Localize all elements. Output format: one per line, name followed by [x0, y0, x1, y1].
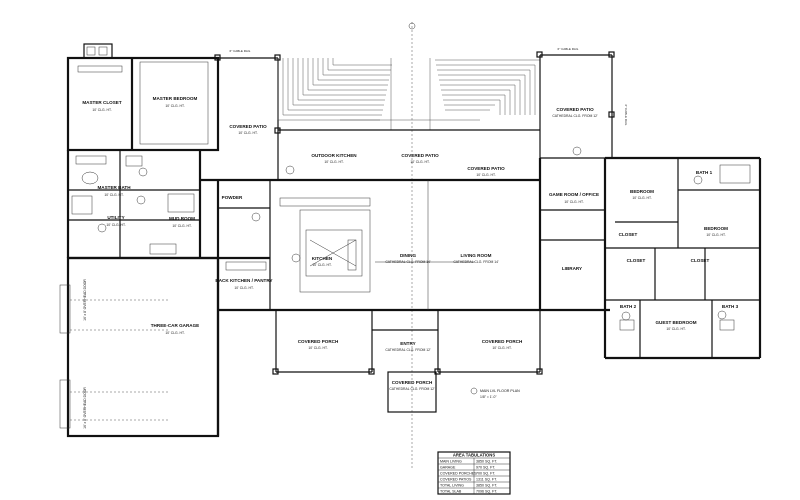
room-library: LIBRARY	[562, 266, 582, 271]
room-covered-porch-right: COVERED PORCH	[482, 339, 523, 344]
room-guest-bedroom: GUEST BEDROOM	[655, 320, 696, 325]
svg-text:970 SQ. FT.: 970 SQ. FT.	[476, 466, 495, 470]
svg-text:COVERED PATIOS: COVERED PATIOS	[440, 478, 472, 482]
svg-text:10' CLG. HT.: 10' CLG. HT.	[165, 331, 184, 335]
room-back-kitchen: BACK KITCHEN / PANTRY	[215, 278, 272, 283]
room-master-bedroom: MASTER BEDROOM	[153, 96, 198, 101]
svg-text:10' CLG. HT.: 10' CLG. HT.	[706, 233, 725, 237]
master-wing-walls	[66, 56, 270, 260]
svg-text:7096 SQ. FT.: 7096 SQ. FT.	[476, 490, 497, 494]
svg-text:10' CLG. HT.: 10' CLG. HT.	[308, 346, 327, 350]
room-outdoor-kitchen: OUTDOOR KITCHEN	[311, 153, 357, 158]
room-covered-patio-mid: COVERED PATIO	[401, 153, 439, 158]
garage-walls: 16' x 8' OVERHEAD DOOR 16' x 8' OVERHEAD…	[59, 256, 220, 438]
room-kitchen: KITCHEN	[312, 256, 333, 261]
svg-text:10' CLG. HT.: 10' CLG. HT.	[92, 108, 111, 112]
svg-text:CATHEDRAL CLG. FROM 12': CATHEDRAL CLG. FROM 12'	[389, 387, 435, 391]
svg-text:10' CLG. HT.: 10' CLG. HT.	[564, 200, 583, 204]
svg-text:CATHEDRAL CLG. FROM 14': CATHEDRAL CLG. FROM 14'	[385, 260, 431, 264]
covered-patio-left-walls	[214, 54, 281, 180]
svg-text:MAIN LIVING: MAIN LIVING	[440, 460, 462, 464]
room-covered-porch-front: COVERED PORCH	[392, 380, 433, 385]
svg-text:CATHEDRAL CLG. FROM 12': CATHEDRAL CLG. FROM 12'	[552, 114, 598, 118]
room-covered-patio-right: COVERED PATIO	[556, 107, 594, 112]
plan-title-block: MAIN LVL FLOOR PLAN 1/8" = 1'-0"	[470, 387, 520, 399]
svg-text:10' CLG. HT.: 10' CLG. HT.	[632, 196, 651, 200]
front-porch-walls	[272, 310, 543, 413]
plan-scale: 1/8" = 1'-0"	[480, 395, 497, 399]
gable-left-label: 6" CABLE RAIL	[230, 49, 251, 53]
room-labels: MASTER CLOSET 10' CLG. HT. MASTER BEDROO…	[82, 96, 738, 391]
svg-text:10' CLG. HT.: 10' CLG. HT.	[492, 346, 511, 350]
section-markers	[97, 146, 727, 321]
room-closet-2: CLOSET	[627, 258, 646, 263]
gable-right-label: 6" CABLE RAIL	[558, 47, 579, 51]
room-master-closet: MASTER CLOSET	[82, 100, 121, 105]
room-game-room: GAME ROOM / OFFICE	[549, 192, 599, 197]
terrace-steps	[277, 58, 541, 131]
svg-text:10' CLG. HT.: 10' CLG. HT.	[172, 224, 191, 228]
chimney	[83, 43, 113, 59]
room-utility: UTILITY	[107, 215, 124, 220]
room-bedroom-1: BEDROOM	[630, 189, 654, 194]
svg-text:10' CLG. HT.: 10' CLG. HT.	[324, 160, 343, 164]
bedroom-wing-walls	[603, 156, 762, 360]
svg-text:1311 SQ. FT.: 1311 SQ. FT.	[476, 478, 497, 482]
svg-text:CATHEDRAL CLG. FROM 12': CATHEDRAL CLG. FROM 12'	[385, 348, 431, 352]
room-bedroom-2: BEDROOM	[704, 226, 728, 231]
room-master-bath: MASTER BATH	[97, 185, 131, 190]
svg-text:10' CLG. HT.: 10' CLG. HT.	[234, 286, 253, 290]
svg-text:GARAGE: GARAGE	[440, 466, 456, 470]
svg-text:16' x 8' OVERHEAD DOOR: 16' x 8' OVERHEAD DOOR	[83, 279, 87, 321]
area-table: AREA TABULATIONS MAIN LIVING 3850 SQ. FT…	[437, 451, 511, 495]
svg-text:10' CLG. HT.: 10' CLG. HT.	[165, 104, 184, 108]
area-table-title: AREA TABULATIONS	[453, 453, 495, 458]
svg-text:10' CLG. HT.: 10' CLG. HT.	[666, 327, 685, 331]
svg-text:TOTAL SLAB: TOTAL SLAB	[440, 490, 462, 494]
room-closet-1: CLOSET	[619, 232, 638, 237]
room-mud-room: MUD ROOM	[169, 216, 195, 221]
room-bath-3: BATH 3	[722, 304, 739, 309]
room-living-room: LIVING ROOM	[461, 253, 492, 258]
svg-text:CATHEDRAL CLG. FROM 14': CATHEDRAL CLG. FROM 14'	[453, 260, 499, 264]
svg-text:16' x 8' OVERHEAD DOOR: 16' x 8' OVERHEAD DOOR	[83, 387, 87, 429]
main-body-walls	[200, 158, 610, 312]
room-garage: THREE-CAR GARAGE	[151, 323, 200, 328]
plan-title: MAIN LVL FLOOR PLAN	[480, 389, 520, 393]
room-closet-3: CLOSET	[691, 258, 710, 263]
svg-text:COVERED PORCHES: COVERED PORCHES	[440, 472, 477, 476]
gable-side-label: 6" CABLE RAIL	[624, 105, 628, 126]
room-covered-porch-left: COVERED PORCH	[298, 339, 339, 344]
room-powder: POWDER	[222, 195, 243, 200]
svg-text:TOTAL LIVING: TOTAL LIVING	[440, 484, 464, 488]
covered-patio-right-walls	[536, 51, 615, 158]
room-bath-2: BATH 2	[620, 304, 637, 309]
svg-text:10' CLG. HT.: 10' CLG. HT.	[476, 173, 495, 177]
room-covered-patio-left: COVERED PATIO	[229, 124, 267, 129]
svg-text:10' CLG. HT.: 10' CLG. HT.	[238, 131, 257, 135]
room-bath-1: BATH 1	[696, 170, 713, 175]
svg-text:10' CLG. HT.: 10' CLG. HT.	[410, 160, 429, 164]
room-entry: ENTRY	[400, 341, 415, 346]
svg-text:10' CLG. HT.: 10' CLG. HT.	[312, 263, 331, 267]
room-dining: DINING	[400, 253, 417, 258]
svg-text:3850 SQ. FT.: 3850 SQ. FT.	[476, 460, 497, 464]
room-covered-patio-mid2: COVERED PATIO	[467, 166, 505, 171]
svg-text:3850 SQ. FT.: 3850 SQ. FT.	[476, 484, 497, 488]
svg-text:10' CLG. HT.: 10' CLG. HT.	[106, 223, 125, 227]
game-room-walls	[540, 157, 607, 310]
center-line-marker	[408, 22, 416, 30]
svg-text:10' CLG. HT.: 10' CLG. HT.	[104, 193, 123, 197]
svg-text:700 SQ. FT.: 700 SQ. FT.	[476, 472, 495, 476]
